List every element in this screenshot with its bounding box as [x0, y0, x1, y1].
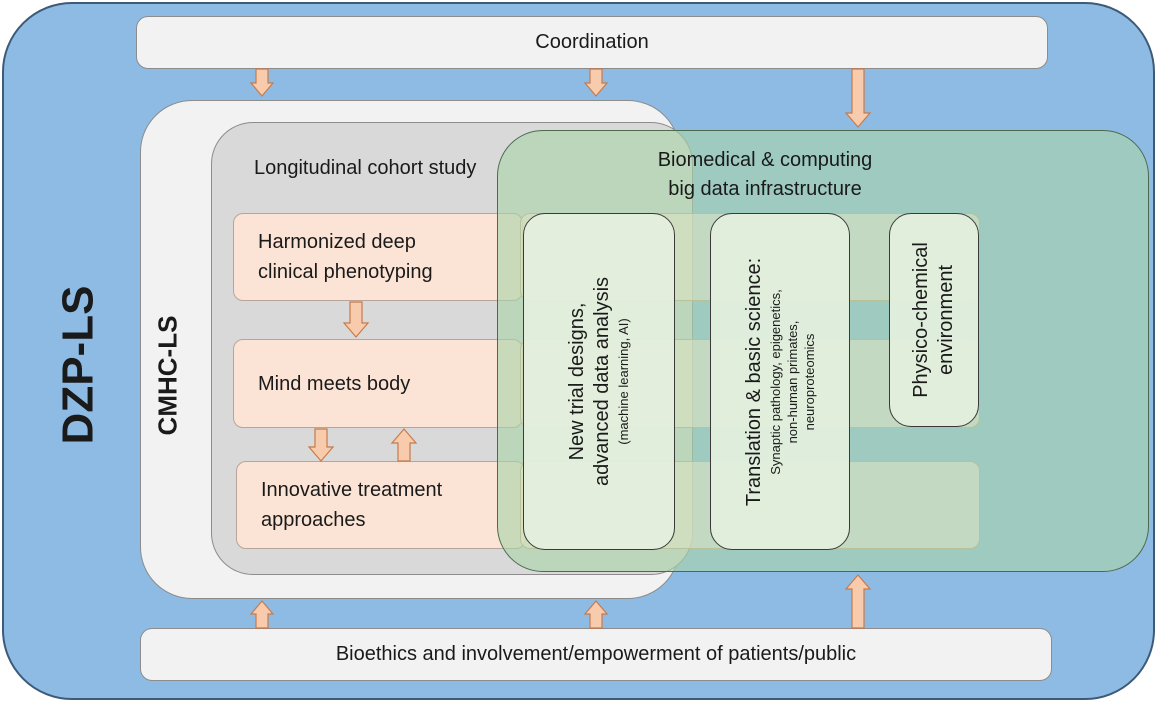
mind-meets-body-label: Mind meets body: [258, 372, 411, 395]
trial-designs-box: New trial designs, advanced data analysi…: [523, 213, 675, 550]
arrow-up-icon: [390, 428, 418, 462]
infrastructure-title-line2: big data infrastructure: [668, 178, 862, 200]
arrow-up-icon: [249, 600, 275, 629]
treatment-box: Innovative treatment approaches: [236, 461, 526, 549]
cohort-study-title: Longitudinal cohort study: [254, 157, 477, 179]
bioethics-label: Bioethics and involvement/empowerment of…: [335, 643, 857, 665]
arrow-down-icon: [249, 68, 275, 97]
coordination-label: Coordination: [535, 31, 649, 53]
arrow-down-icon: [583, 68, 609, 97]
arrow-up-icon: [583, 600, 609, 629]
phenotyping-box: Harmonized deep clinical phenotyping: [233, 213, 523, 301]
arrow-down-icon: [342, 301, 370, 338]
environment-box: Physico-chemical environment: [889, 213, 979, 427]
arrow-up-icon: [844, 574, 872, 629]
arrow-down-icon: [307, 428, 335, 462]
translation-box: Translation & basic science: Synaptic pa…: [710, 213, 850, 550]
arrow-down-icon: [844, 68, 872, 128]
treatment-line1: Innovative treatment: [261, 479, 443, 501]
coordination-bar: Coordination: [136, 16, 1048, 69]
phenotyping-line1: Harmonized deep: [258, 231, 416, 253]
infrastructure-title-line1: Biomedical & computing: [657, 149, 873, 171]
treatment-line2: approaches: [261, 509, 366, 531]
phenotyping-line2: clinical phenotyping: [258, 261, 433, 283]
infrastructure-title: Biomedical & computing big data infrastr…: [620, 146, 910, 204]
